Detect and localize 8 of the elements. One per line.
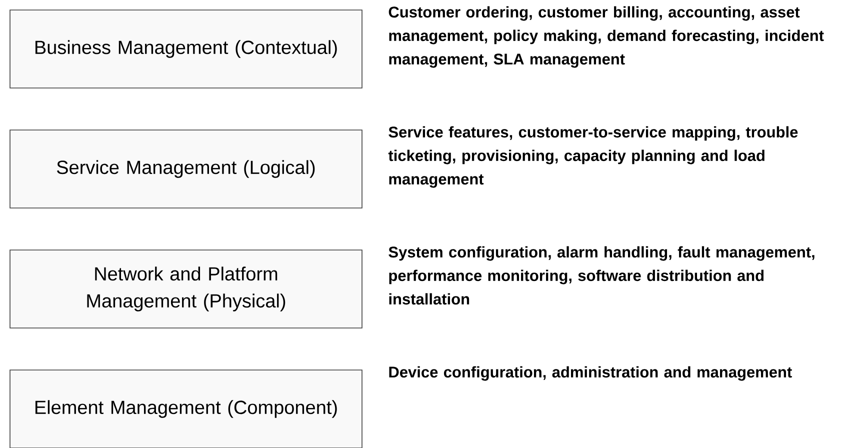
description-text: Device configuration, administration and management (389, 366, 792, 381)
description-text: System configuration, alarm handling, fault management, performance monitoring, software distribution and installation (388, 246, 814, 305)
description-text: Service features, customer-to-service mapping, trouble ticketing, provisioning, capacity planning and load management (388, 126, 798, 188)
layer-box: Service Management (Logical) (10, 130, 362, 208)
layer-box: Network and Platform Management (Physical) (10, 250, 362, 328)
layer-box: Business Management (Contextual) (10, 10, 362, 88)
description-text: Customer ordering, customer billing, accounting, asset management, policy making, demand forecasting, incident management, SLA management (388, 6, 824, 68)
layer-box: Element Management (Component) (10, 370, 362, 448)
